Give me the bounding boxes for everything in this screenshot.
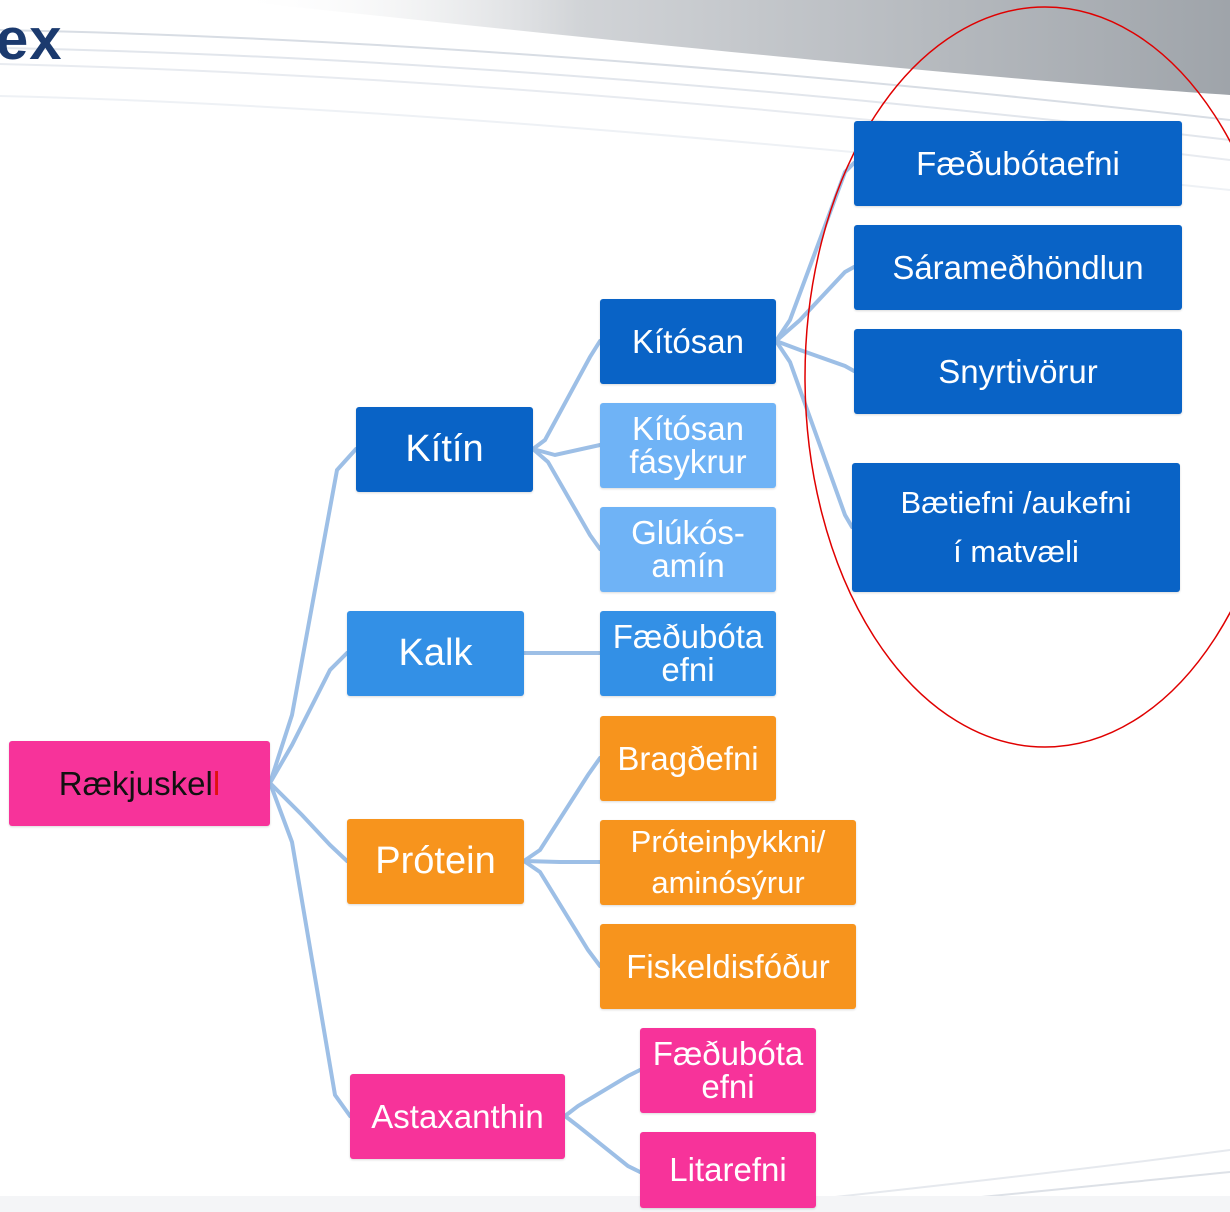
logo: ex	[0, 7, 63, 72]
connectors	[268, 161, 856, 1174]
root-node: Rækjuskell	[9, 741, 270, 826]
node-kalk-faedubotaefni-label-2: efni	[661, 650, 715, 688]
node-proteinthykkni: Próteinþykkni/ aminósýrur	[600, 820, 856, 905]
node-kalk-faedubotaefni-label-1: Fæðubóta	[612, 618, 764, 656]
node-snyrtivorur: Snyrtivörur	[854, 329, 1182, 414]
node-bragdefni: Bragðefni	[600, 716, 776, 801]
node-astaxanthin-faedubotaefni-label-1: Fæðubóta	[652, 1035, 804, 1073]
node-kitosan-fasykrur: Kítósan fásykrur	[600, 403, 776, 488]
node-kitosan-fasykrur-label-2: fásykrur	[629, 442, 747, 480]
node-protein: Prótein	[347, 819, 524, 904]
node-baetiefni-label-2: í matvæli	[953, 533, 1079, 569]
node-glukosamin: Glúkós- amín	[600, 507, 776, 592]
node-faedubotaefni-label: Fæðubótaefni	[916, 144, 1120, 182]
node-snyrtivorur-label: Snyrtivörur	[938, 352, 1098, 390]
node-astaxanthin: Astaxanthin	[350, 1074, 565, 1159]
node-fiskeldisfodur: Fiskeldisfóður	[600, 924, 856, 1009]
node-baetiefni: Bætiefni /aukefni í matvæli	[852, 463, 1180, 592]
node-fiskeldisfodur-label: Fiskeldisfóður	[626, 947, 830, 985]
node-faedubotaefni: Fæðubótaefni	[854, 121, 1182, 206]
root-label-accent: l	[212, 764, 221, 802]
node-astaxanthin-faedubotaefni: Fæðubóta efni	[640, 1028, 816, 1113]
node-kitosan-fasykrur-label-1: Kítósan	[632, 410, 744, 448]
node-litarefni-label: Litarefni	[669, 1151, 787, 1189]
node-bragdefni-label: Bragðefni	[617, 739, 759, 777]
node-litarefni: Litarefni	[640, 1132, 816, 1208]
node-kitin: Kítín	[356, 407, 533, 492]
node-sarametdhondlun: Sárameðhöndlun	[854, 225, 1182, 310]
node-protein-label: Prótein	[375, 839, 496, 882]
node-proteinthykkni-label-2: aminósýrur	[651, 864, 805, 900]
node-kalk: Kalk	[347, 611, 524, 696]
node-astaxanthin-faedubotaefni-label-2: efni	[701, 1067, 755, 1105]
node-sarametdhondlun-label: Sárameðhöndlun	[892, 248, 1144, 286]
node-kitosan-label: Kítósan	[632, 322, 744, 360]
node-glukosamin-label-2: amín	[651, 546, 725, 584]
node-proteinthykkni-label-1: Próteinþykkni/	[630, 824, 826, 860]
root-label: Rækjuskel	[58, 764, 213, 802]
node-kitosan: Kítósan	[600, 299, 776, 384]
node-baetiefni-label-1: Bætiefni /aukefni	[900, 485, 1132, 521]
node-kalk-label: Kalk	[398, 631, 473, 674]
footer-background	[0, 1149, 1230, 1212]
highlight-ellipse	[804, 6, 1230, 748]
node-kalk-faedubotaefni: Fæðubóta efni	[600, 611, 776, 696]
node-glukosamin-label-1: Glúkós-	[631, 514, 745, 552]
node-kitin-label: Kítín	[405, 427, 484, 470]
node-astaxanthin-label: Astaxanthin	[371, 1097, 544, 1135]
